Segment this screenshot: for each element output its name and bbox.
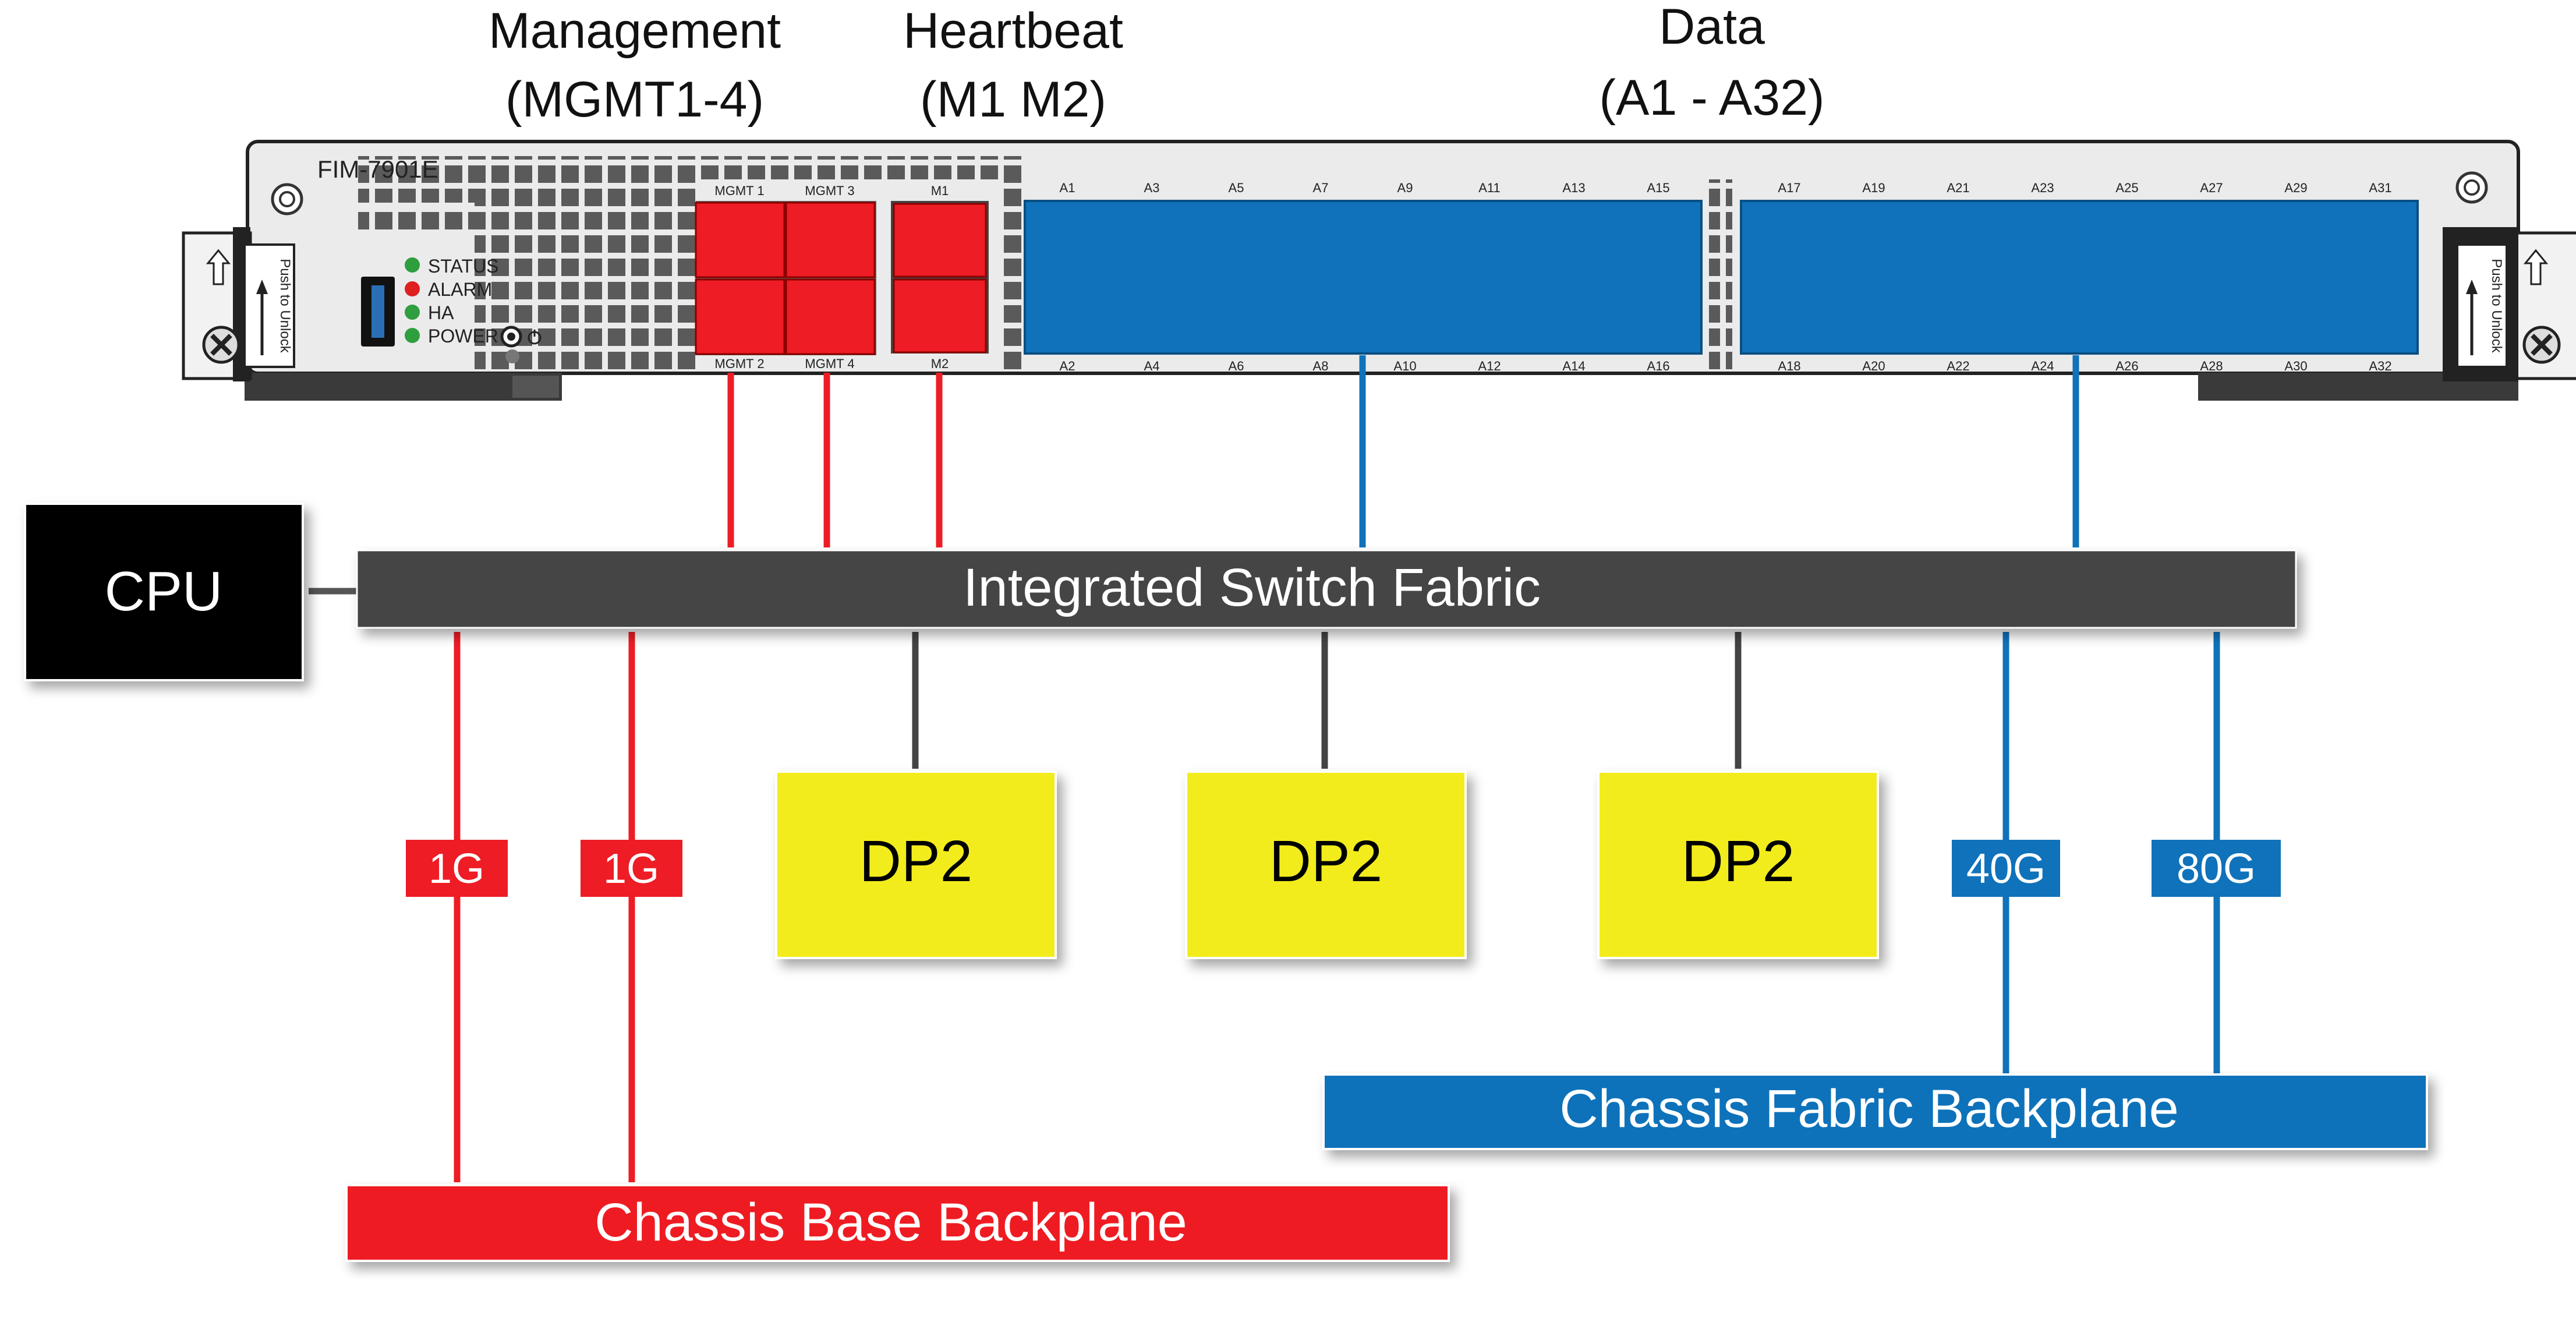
chassis-base-backplane: Chassis Base Backplane <box>345 1184 1450 1262</box>
port-label-a5: A5 <box>1229 181 1244 195</box>
data-header: Data (A1 - A32) <box>1599 0 1824 126</box>
svg-text:(M1 M2): (M1 M2) <box>920 72 1106 128</box>
up-arrow-icon <box>2523 249 2549 285</box>
port-label-a13: A13 <box>1562 181 1585 195</box>
svg-text:Integrated Switch Fabric: Integrated Switch Fabric <box>963 558 1541 617</box>
led-power <box>405 328 420 343</box>
svg-text:(MGMT1-4): (MGMT1-4) <box>505 72 764 128</box>
svg-text:M2: M2 <box>931 356 949 371</box>
heartbeat-header: Heartbeat (M1 M2) <box>903 3 1123 128</box>
port-label-a22: A22 <box>1947 359 1969 373</box>
data-ports-a17-a32[interactable] <box>1740 200 2419 355</box>
port-label-a1: A1 <box>1060 181 1075 195</box>
svg-text:DP2: DP2 <box>1269 829 1383 894</box>
port-label-a14: A14 <box>1562 359 1585 373</box>
port-label-a25: A25 <box>2115 181 2138 195</box>
led-alarm <box>405 281 420 296</box>
svg-text:MGMT 3: MGMT 3 <box>805 183 854 198</box>
management-header: Management (MGMT1-4) <box>489 3 781 128</box>
svg-text:ALARM: ALARM <box>428 279 492 300</box>
port-label-a31: A31 <box>2369 181 2391 195</box>
dp2-box-2: DP2 <box>1185 770 1467 959</box>
svg-text:MGMT 1: MGMT 1 <box>714 183 764 198</box>
port-label-a24: A24 <box>2031 359 2054 373</box>
svg-text:Heartbeat: Heartbeat <box>903 3 1123 59</box>
svg-text:DP2: DP2 <box>1682 829 1795 894</box>
port-label-a26: A26 <box>2115 359 2138 373</box>
reset-button[interactable] <box>500 326 522 348</box>
port-label-a32: A32 <box>2369 359 2391 373</box>
mounting-hole-left <box>271 183 303 215</box>
front-panel: FIM-7901E STATUS ALARM HA POWER <box>182 140 2576 401</box>
port-label-a3: A3 <box>1144 181 1160 195</box>
data-ports-a1-a16[interactable] <box>1024 200 1703 355</box>
port-label-a9: A9 <box>1397 181 1413 195</box>
port-label-a23: A23 <box>2031 181 2054 195</box>
led-ha <box>405 305 420 320</box>
up-arrow-icon <box>206 249 231 285</box>
port-label-a30: A30 <box>2284 359 2307 373</box>
status-leds: STATUS ALARM HA POWER <box>405 256 498 347</box>
port-label-a8: A8 <box>1313 359 1329 373</box>
speed-label-40g: 40G <box>1952 840 2060 897</box>
connection-lines <box>309 355 2220 1182</box>
svg-text:M1: M1 <box>931 183 949 198</box>
heartbeat-ports[interactable]: M1 M2 <box>891 183 989 371</box>
svg-text:MGMT 4: MGMT 4 <box>805 356 854 371</box>
svg-text:Data: Data <box>1659 0 1765 55</box>
port-label-a29: A29 <box>2284 181 2307 195</box>
svg-text:40G: 40G <box>1966 846 2046 892</box>
port-label-a7: A7 <box>1313 181 1329 195</box>
led-status <box>405 257 420 273</box>
chassis-fabric-backplane: Chassis Fabric Backplane <box>1322 1073 2428 1150</box>
port-label-a6: A6 <box>1229 359 1244 373</box>
svg-text:STATUS: STATUS <box>428 256 498 277</box>
cpu-box: CPU <box>24 503 304 681</box>
recessed-button[interactable] <box>505 349 519 363</box>
port-label-a16: A16 <box>1647 359 1669 373</box>
port-label-a2: A2 <box>1060 359 1075 373</box>
speed-label-1g-b: 1G <box>581 840 682 897</box>
port-label-a18: A18 <box>1778 359 1800 373</box>
usb-port[interactable] <box>361 277 395 347</box>
port-label-a28: A28 <box>2200 359 2223 373</box>
model-label: FIM-7901E <box>317 155 438 183</box>
svg-text:Push to Unlock: Push to Unlock <box>277 259 293 353</box>
port-label-a21: A21 <box>1947 181 1969 195</box>
svg-text:80G: 80G <box>2177 846 2256 892</box>
svg-text:Chassis Fabric Backplane: Chassis Fabric Backplane <box>1559 1079 2179 1139</box>
port-label-a20: A20 <box>1862 359 1885 373</box>
unlock-handle-right[interactable]: Push to Unlock <box>2443 227 2576 381</box>
port-label-a15: A15 <box>1647 181 1669 195</box>
speed-label-1g-a: 1G <box>406 840 508 897</box>
svg-text:POWER: POWER <box>428 326 498 347</box>
port-label-a19: A19 <box>1862 181 1885 195</box>
dp2-box-1: DP2 <box>775 770 1057 959</box>
svg-text:HA: HA <box>428 302 454 323</box>
vent-grid-middle <box>1709 179 1732 372</box>
svg-text:1G: 1G <box>429 846 484 892</box>
svg-text:(A1 - A32): (A1 - A32) <box>1599 70 1824 126</box>
mounting-hole-right <box>2455 171 2488 204</box>
port-label-a4: A4 <box>1144 359 1160 373</box>
svg-text:Management: Management <box>489 3 781 59</box>
port-label-a10: A10 <box>1393 359 1416 373</box>
svg-text:CPU: CPU <box>105 560 223 623</box>
svg-text:MGMT 2: MGMT 2 <box>714 356 764 371</box>
svg-text:DP2: DP2 <box>859 829 973 894</box>
port-label-a11: A11 <box>1478 181 1501 195</box>
power-icon[interactable] <box>528 330 542 345</box>
port-label-a12: A12 <box>1478 359 1501 373</box>
svg-text:Chassis Base Backplane: Chassis Base Backplane <box>595 1193 1187 1252</box>
port-label-a27: A27 <box>2200 181 2223 195</box>
unlock-handle-left[interactable]: Push to Unlock <box>182 227 295 381</box>
mgmt-ports[interactable]: MGMT 1 MGMT 3 MGMT 2 MGMT 4 <box>695 183 876 371</box>
dp2-box-3: DP2 <box>1597 770 1879 959</box>
svg-text:1G: 1G <box>603 846 659 892</box>
port-label-a17: A17 <box>1778 181 1800 195</box>
switch-fabric-bar: Integrated Switch Fabric <box>356 549 2297 629</box>
svg-text:Push to Unlock: Push to Unlock <box>2489 259 2504 353</box>
speed-label-80g: 80G <box>2152 840 2281 897</box>
